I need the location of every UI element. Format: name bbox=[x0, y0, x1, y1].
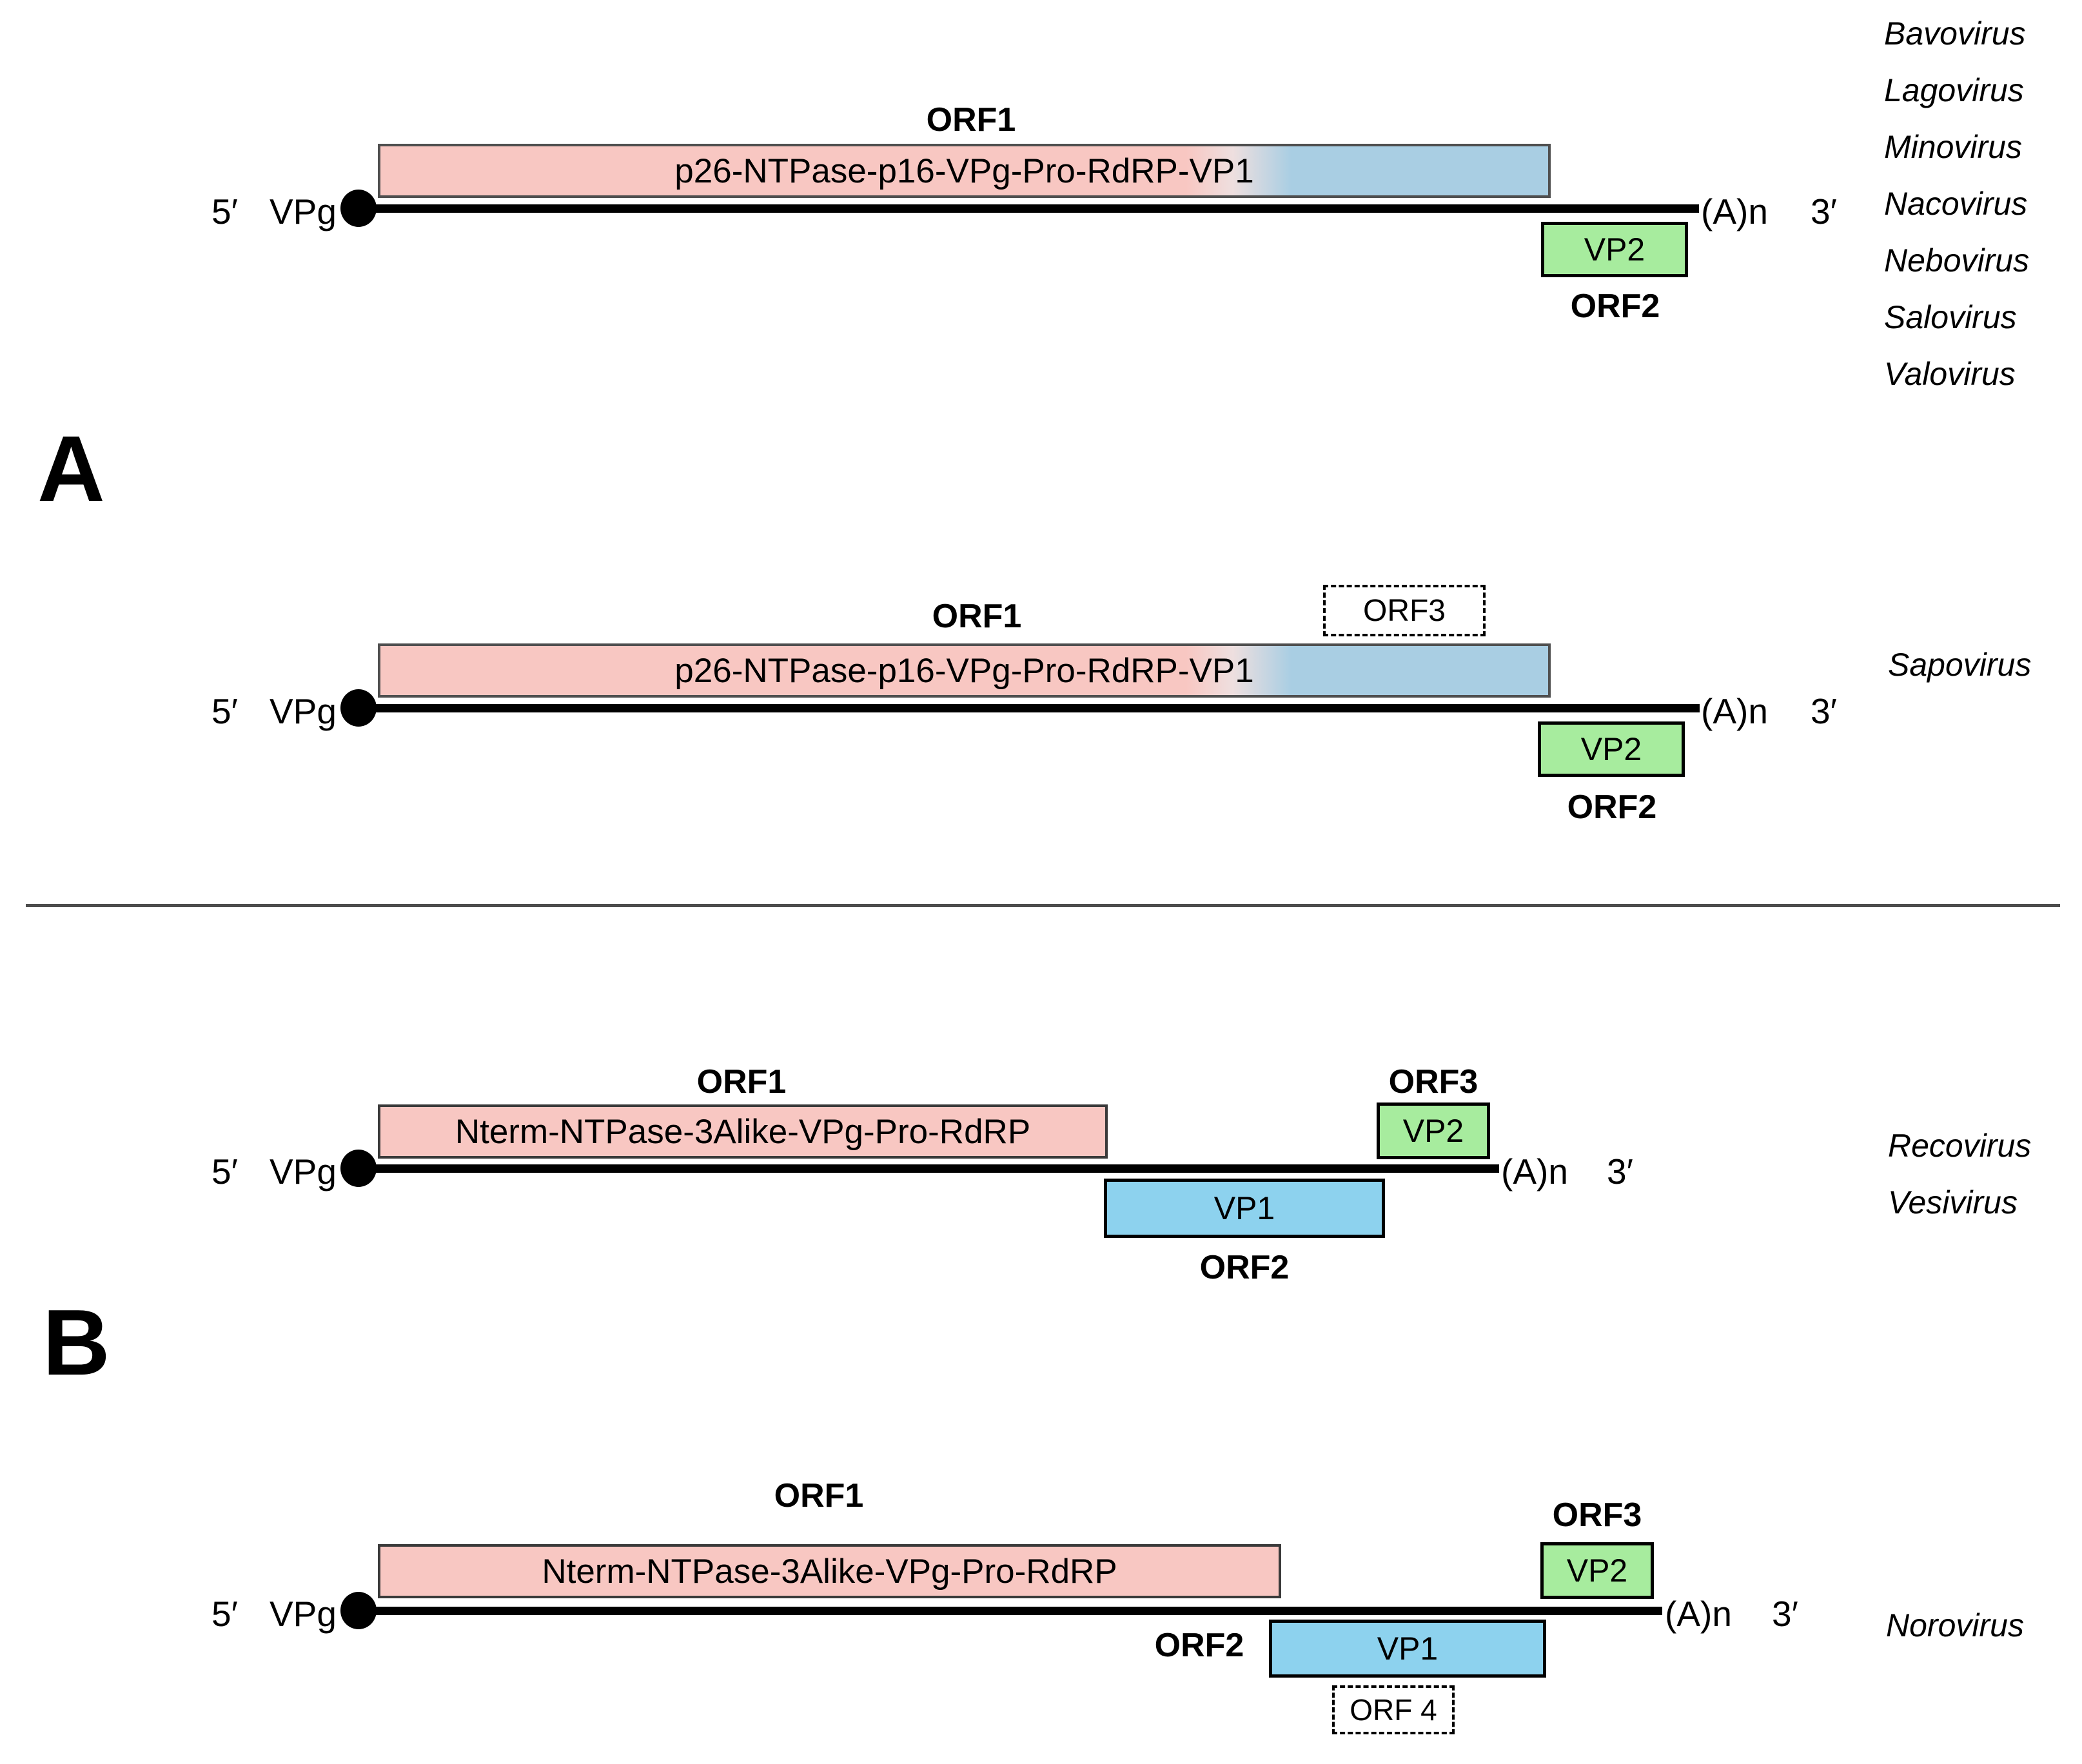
orf3-box-text: ORF3 bbox=[1362, 593, 1446, 628]
five-prime-label: 5′ bbox=[211, 691, 238, 731]
vp1-box-text: VP1 bbox=[1213, 1190, 1275, 1226]
vpg-dot bbox=[340, 1150, 377, 1187]
virus-name: Valovirus bbox=[1884, 356, 2016, 392]
virus-name: Nebovirus bbox=[1884, 242, 2030, 279]
virus-name: Vesivirus bbox=[1888, 1184, 2018, 1220]
poly-a-label: (A)n bbox=[1701, 691, 1768, 731]
panel-a-label: A bbox=[37, 416, 105, 521]
orf2-label: ORF2 bbox=[1199, 1249, 1290, 1286]
five-prime-label: 5′ bbox=[211, 1152, 238, 1191]
orf3-label: ORF3 bbox=[1552, 1496, 1642, 1534]
vp2-box: VP2 bbox=[1540, 1542, 1654, 1599]
five-prime-label: 5′ bbox=[211, 191, 238, 231]
vp1-box: VP1 bbox=[1269, 1620, 1546, 1678]
genome-line bbox=[360, 704, 1700, 712]
orf1-box-text: p26-NTPase-p16-VPg-Pro-RdRP-VP1 bbox=[674, 152, 1254, 190]
vpg-label: VPg bbox=[270, 191, 337, 231]
orf1-label: ORF1 bbox=[696, 1063, 787, 1101]
virus-name: Minovirus bbox=[1884, 129, 2022, 165]
vp2-box: VP2 bbox=[1377, 1102, 1490, 1159]
genome-line bbox=[360, 1607, 1662, 1615]
vpg-dot bbox=[340, 689, 377, 727]
virus-name: Sapovirus bbox=[1888, 647, 2032, 683]
genome-line bbox=[360, 204, 1699, 213]
vpg-label: VPg bbox=[270, 1152, 337, 1191]
virus-name: Norovirus bbox=[1886, 1607, 2024, 1643]
orf1-label: ORF1 bbox=[932, 598, 1022, 635]
vp2-box-text: VP2 bbox=[1402, 1113, 1464, 1149]
virus-name-list: Recovirus Vesivirus bbox=[1888, 1117, 2031, 1231]
orf1-box: Nterm-NTPase-3Alike-VPg-Pro-RdRP bbox=[378, 1104, 1108, 1159]
genome-line bbox=[360, 1164, 1499, 1173]
vp2-box: VP2 bbox=[1541, 222, 1688, 277]
orf1-label: ORF1 bbox=[926, 101, 1016, 139]
orf3-dashed-box: ORF3 bbox=[1323, 585, 1486, 636]
orf4-box-text: ORF 4 bbox=[1350, 1693, 1437, 1727]
orf1-box: p26-NTPase-p16-VPg-Pro-RdRP-VP1 bbox=[378, 144, 1551, 198]
orf2-label: ORF2 bbox=[1570, 288, 1660, 325]
virus-name: Nacovirus bbox=[1884, 186, 2028, 222]
vp2-box-text: VP2 bbox=[1584, 231, 1645, 268]
orf1-box-text: p26-NTPase-p16-VPg-Pro-RdRP-VP1 bbox=[674, 651, 1254, 690]
orf1-box: p26-NTPase-p16-VPg-Pro-RdRP-VP1 bbox=[378, 643, 1551, 698]
virus-name-list: Bavovirus Lagovirus Minovirus Nacovirus … bbox=[1884, 5, 2029, 402]
virus-name: Lagovirus bbox=[1884, 72, 2024, 108]
vpg-dot bbox=[340, 1592, 377, 1629]
poly-a-label: (A)n bbox=[1665, 1594, 1732, 1634]
panel-b-label: B bbox=[43, 1290, 110, 1395]
vp1-box-text: VP1 bbox=[1377, 1631, 1439, 1667]
vp2-box-text: VP2 bbox=[1580, 731, 1642, 767]
orf1-box: Nterm-NTPase-3Alike-VPg-Pro-RdRP bbox=[378, 1544, 1281, 1598]
orf3-label: ORF3 bbox=[1388, 1063, 1478, 1101]
virus-name: Salovirus bbox=[1884, 299, 2017, 335]
three-prime-label: 3′ bbox=[1811, 191, 1837, 231]
poly-a-label: (A)n bbox=[1501, 1152, 1568, 1191]
orf2-label: ORF2 bbox=[1567, 789, 1657, 826]
panel-divider bbox=[26, 904, 2060, 907]
vpg-dot bbox=[340, 190, 377, 227]
orf4-dashed-box: ORF 4 bbox=[1332, 1685, 1455, 1734]
vp1-box: VP1 bbox=[1104, 1179, 1385, 1238]
orf2-label: ORF2 bbox=[1154, 1627, 1244, 1664]
three-prime-label: 3′ bbox=[1607, 1152, 1633, 1191]
orf1-label: ORF1 bbox=[774, 1477, 864, 1514]
orf1-box-text: Nterm-NTPase-3Alike-VPg-Pro-RdRP bbox=[542, 1552, 1117, 1591]
vpg-label: VPg bbox=[270, 1594, 337, 1634]
vp2-box-text: VP2 bbox=[1566, 1553, 1628, 1589]
virus-name: Recovirus bbox=[1888, 1128, 2032, 1164]
orf1-box-text: Nterm-NTPase-3Alike-VPg-Pro-RdRP bbox=[455, 1112, 1031, 1151]
vp2-box: VP2 bbox=[1538, 721, 1685, 777]
vpg-label: VPg bbox=[270, 691, 337, 731]
poly-a-label: (A)n bbox=[1701, 191, 1768, 231]
three-prime-label: 3′ bbox=[1811, 691, 1837, 731]
virus-name: Bavovirus bbox=[1884, 15, 2026, 52]
five-prime-label: 5′ bbox=[211, 1594, 238, 1634]
three-prime-label: 3′ bbox=[1772, 1594, 1798, 1634]
